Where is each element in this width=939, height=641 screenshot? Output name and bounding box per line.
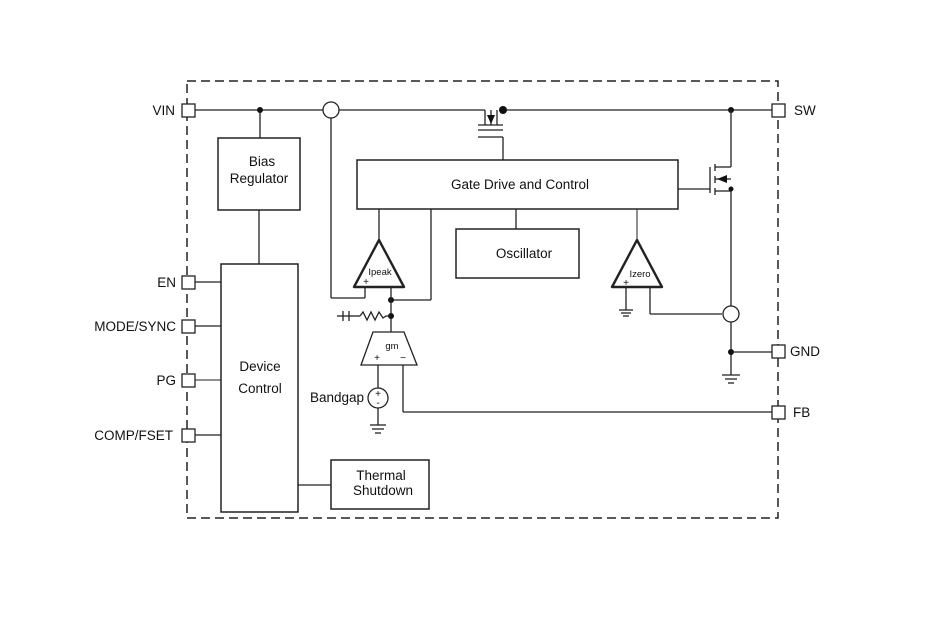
pin-pg[interactable]: PG [156, 373, 196, 388]
current-sense-high-side [322, 101, 340, 119]
pin-comp-fset-label: COMP/FSET [94, 428, 173, 443]
pin-en-label: EN [157, 275, 176, 290]
pin-pg-label: PG [156, 373, 176, 388]
svg-text:Regulator: Regulator [230, 171, 289, 186]
svg-text:Ipeak: Ipeak [368, 267, 391, 278]
svg-text:Thermal: Thermal [356, 468, 406, 483]
svg-text:+: + [363, 277, 369, 288]
svg-text:Gate Drive and Control: Gate Drive and Control [451, 177, 589, 192]
pin-mode-sync[interactable]: MODE/SYNC [94, 319, 196, 334]
current-sense-low-side [722, 305, 740, 323]
pin-fb-label: FB [793, 405, 810, 420]
gm-amplifier: gm + − [360, 331, 418, 366]
chip-boundary [186, 80, 779, 519]
pin-fb[interactable]: FB [771, 405, 810, 420]
svg-text:-: - [376, 398, 379, 409]
pin-vin[interactable]: VIN [152, 103, 196, 118]
ipeak-comparator: Ipeak + [352, 238, 406, 289]
svg-text:−: − [400, 353, 406, 364]
svg-text:+: + [374, 353, 380, 364]
comp-resistor [359, 310, 391, 322]
pin-sw-label: SW [794, 103, 816, 118]
pin-sw[interactable]: SW [771, 103, 816, 118]
pin-en[interactable]: EN [157, 275, 196, 290]
pin-comp-fset[interactable]: COMP/FSET [94, 428, 196, 443]
bias-regulator-block: Bias Regulator [217, 137, 301, 211]
pin-mode-sync-label: MODE/SYNC [94, 319, 176, 334]
svg-text:Oscillator: Oscillator [496, 246, 553, 261]
device-control-block: Device Control [220, 263, 299, 513]
izero-comparator: Izero + [610, 238, 664, 289]
bandgap-label: Bandgap [310, 390, 364, 405]
high-side-mosfet [478, 110, 503, 131]
svg-text:+: + [375, 389, 381, 400]
thermal-shutdown-block: Thermal Shutdown [330, 459, 430, 510]
svg-text:Bias: Bias [249, 154, 276, 169]
svg-text:Device: Device [239, 359, 280, 374]
pin-vin-label: VIN [152, 103, 175, 118]
pin-gnd[interactable]: GND [771, 344, 820, 359]
low-side-mosfet [709, 164, 734, 195]
oscillator-block: Oscillator [455, 228, 580, 279]
svg-text:Shutdown: Shutdown [353, 483, 413, 498]
bandgap-source: + - Bandgap [310, 387, 389, 409]
svg-text:gm: gm [385, 341, 398, 352]
pin-gnd-label: GND [790, 344, 820, 359]
svg-text:Izero: Izero [629, 269, 650, 280]
gate-drive-block: Gate Drive and Control [356, 159, 679, 210]
svg-text:Control: Control [238, 381, 282, 396]
svg-text:+: + [623, 278, 629, 289]
